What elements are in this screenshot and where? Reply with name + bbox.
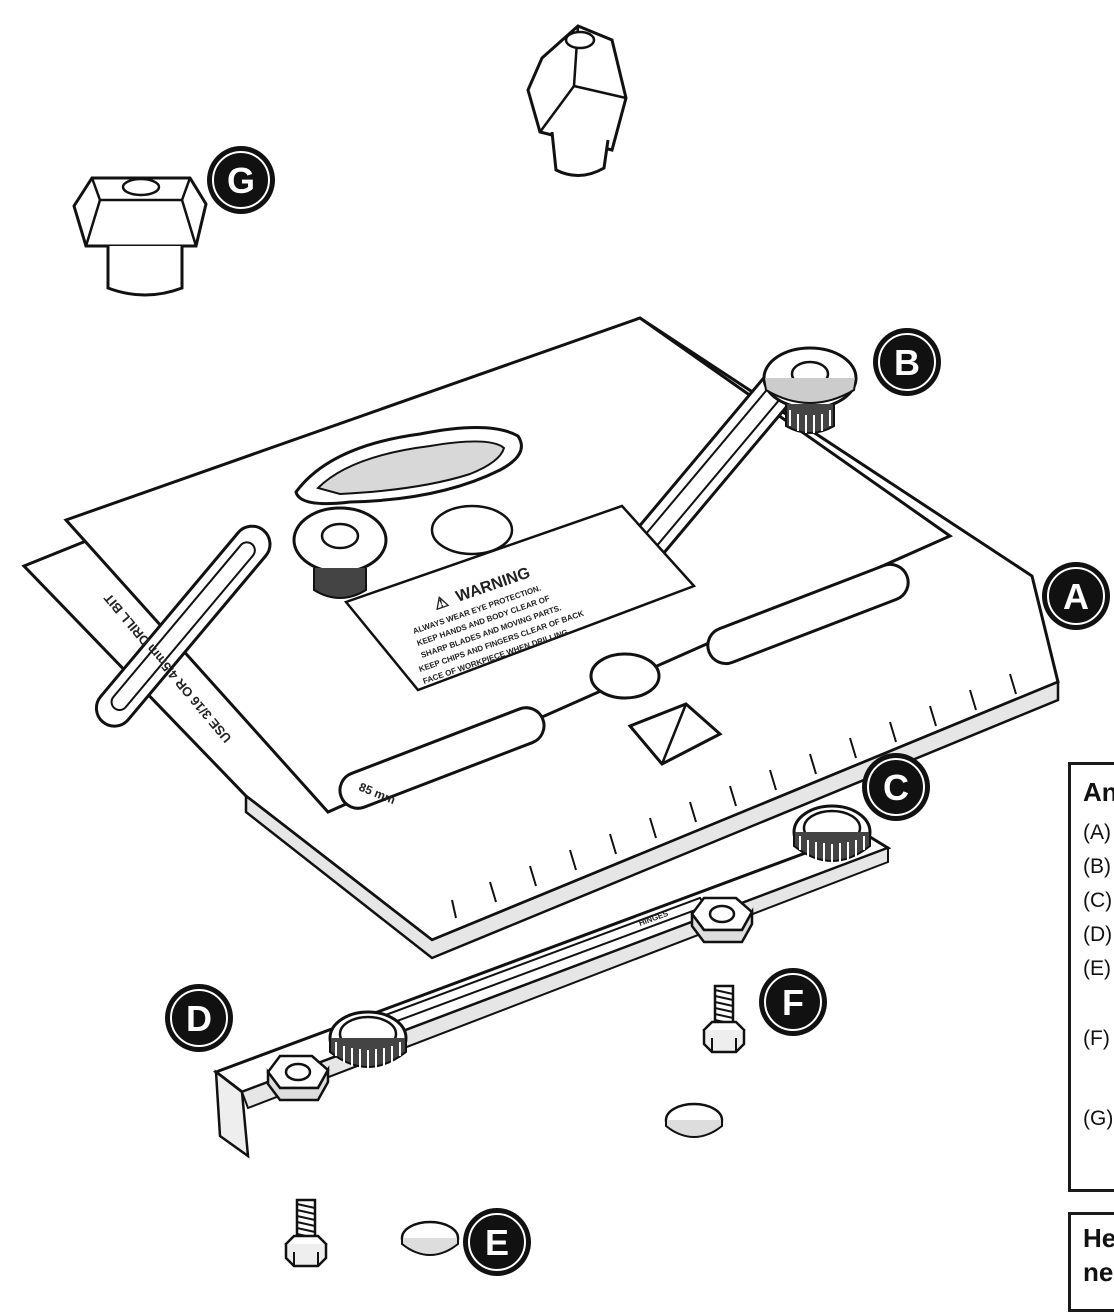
legend-item-e: (E)	[1083, 957, 1111, 980]
svg-text:B: B	[894, 342, 920, 383]
bolt-left	[284, 1198, 328, 1268]
slider-bar-d: HINGES	[212, 830, 892, 1159]
svg-text:C: C	[883, 767, 909, 808]
drilling-jig-body: ⚠ WARNING ALWAYS WEAR EYE PROTECTION. KE…	[21, 316, 1060, 960]
callout-f: F	[759, 968, 827, 1036]
callout-d: D	[165, 984, 233, 1052]
legend-title: An	[1083, 777, 1114, 807]
legend-item-a: (A)	[1083, 821, 1111, 844]
callout-e: E	[463, 1208, 531, 1276]
knurled-nut-c	[792, 804, 872, 865]
svg-text:⚠: ⚠	[432, 593, 451, 614]
callout-c: C	[862, 753, 930, 821]
callout-a: A	[1042, 562, 1110, 630]
bushing-nut-b	[762, 346, 858, 434]
callout-g: G	[207, 146, 275, 214]
legend-item-d: (D)	[1083, 923, 1113, 946]
svg-text:A: A	[1063, 576, 1089, 617]
stop-knob-left	[72, 176, 208, 297]
note-box: He ne	[1068, 1212, 1114, 1312]
legend-item-g: (G)	[1083, 1107, 1114, 1130]
legend-item-f: (F)	[1083, 1027, 1110, 1050]
disc-e-right	[664, 1102, 724, 1138]
legend-item-c: (C)	[1083, 889, 1113, 912]
callout-b: B	[873, 328, 941, 396]
svg-text:F: F	[782, 982, 804, 1023]
bolt-f	[702, 984, 746, 1054]
disc-e-left	[400, 1220, 460, 1256]
stop-knob-top	[526, 24, 628, 177]
svg-text:G: G	[227, 160, 255, 201]
parts-legend: An (A) (B) (C) (D) (E) (F) (G)	[1068, 762, 1114, 1192]
note-line-2: ne	[1083, 1257, 1114, 1287]
svg-text:E: E	[485, 1222, 509, 1263]
note-line-1: He	[1083, 1223, 1114, 1253]
svg-text:D: D	[186, 998, 212, 1039]
legend-item-b: (B)	[1083, 855, 1111, 878]
